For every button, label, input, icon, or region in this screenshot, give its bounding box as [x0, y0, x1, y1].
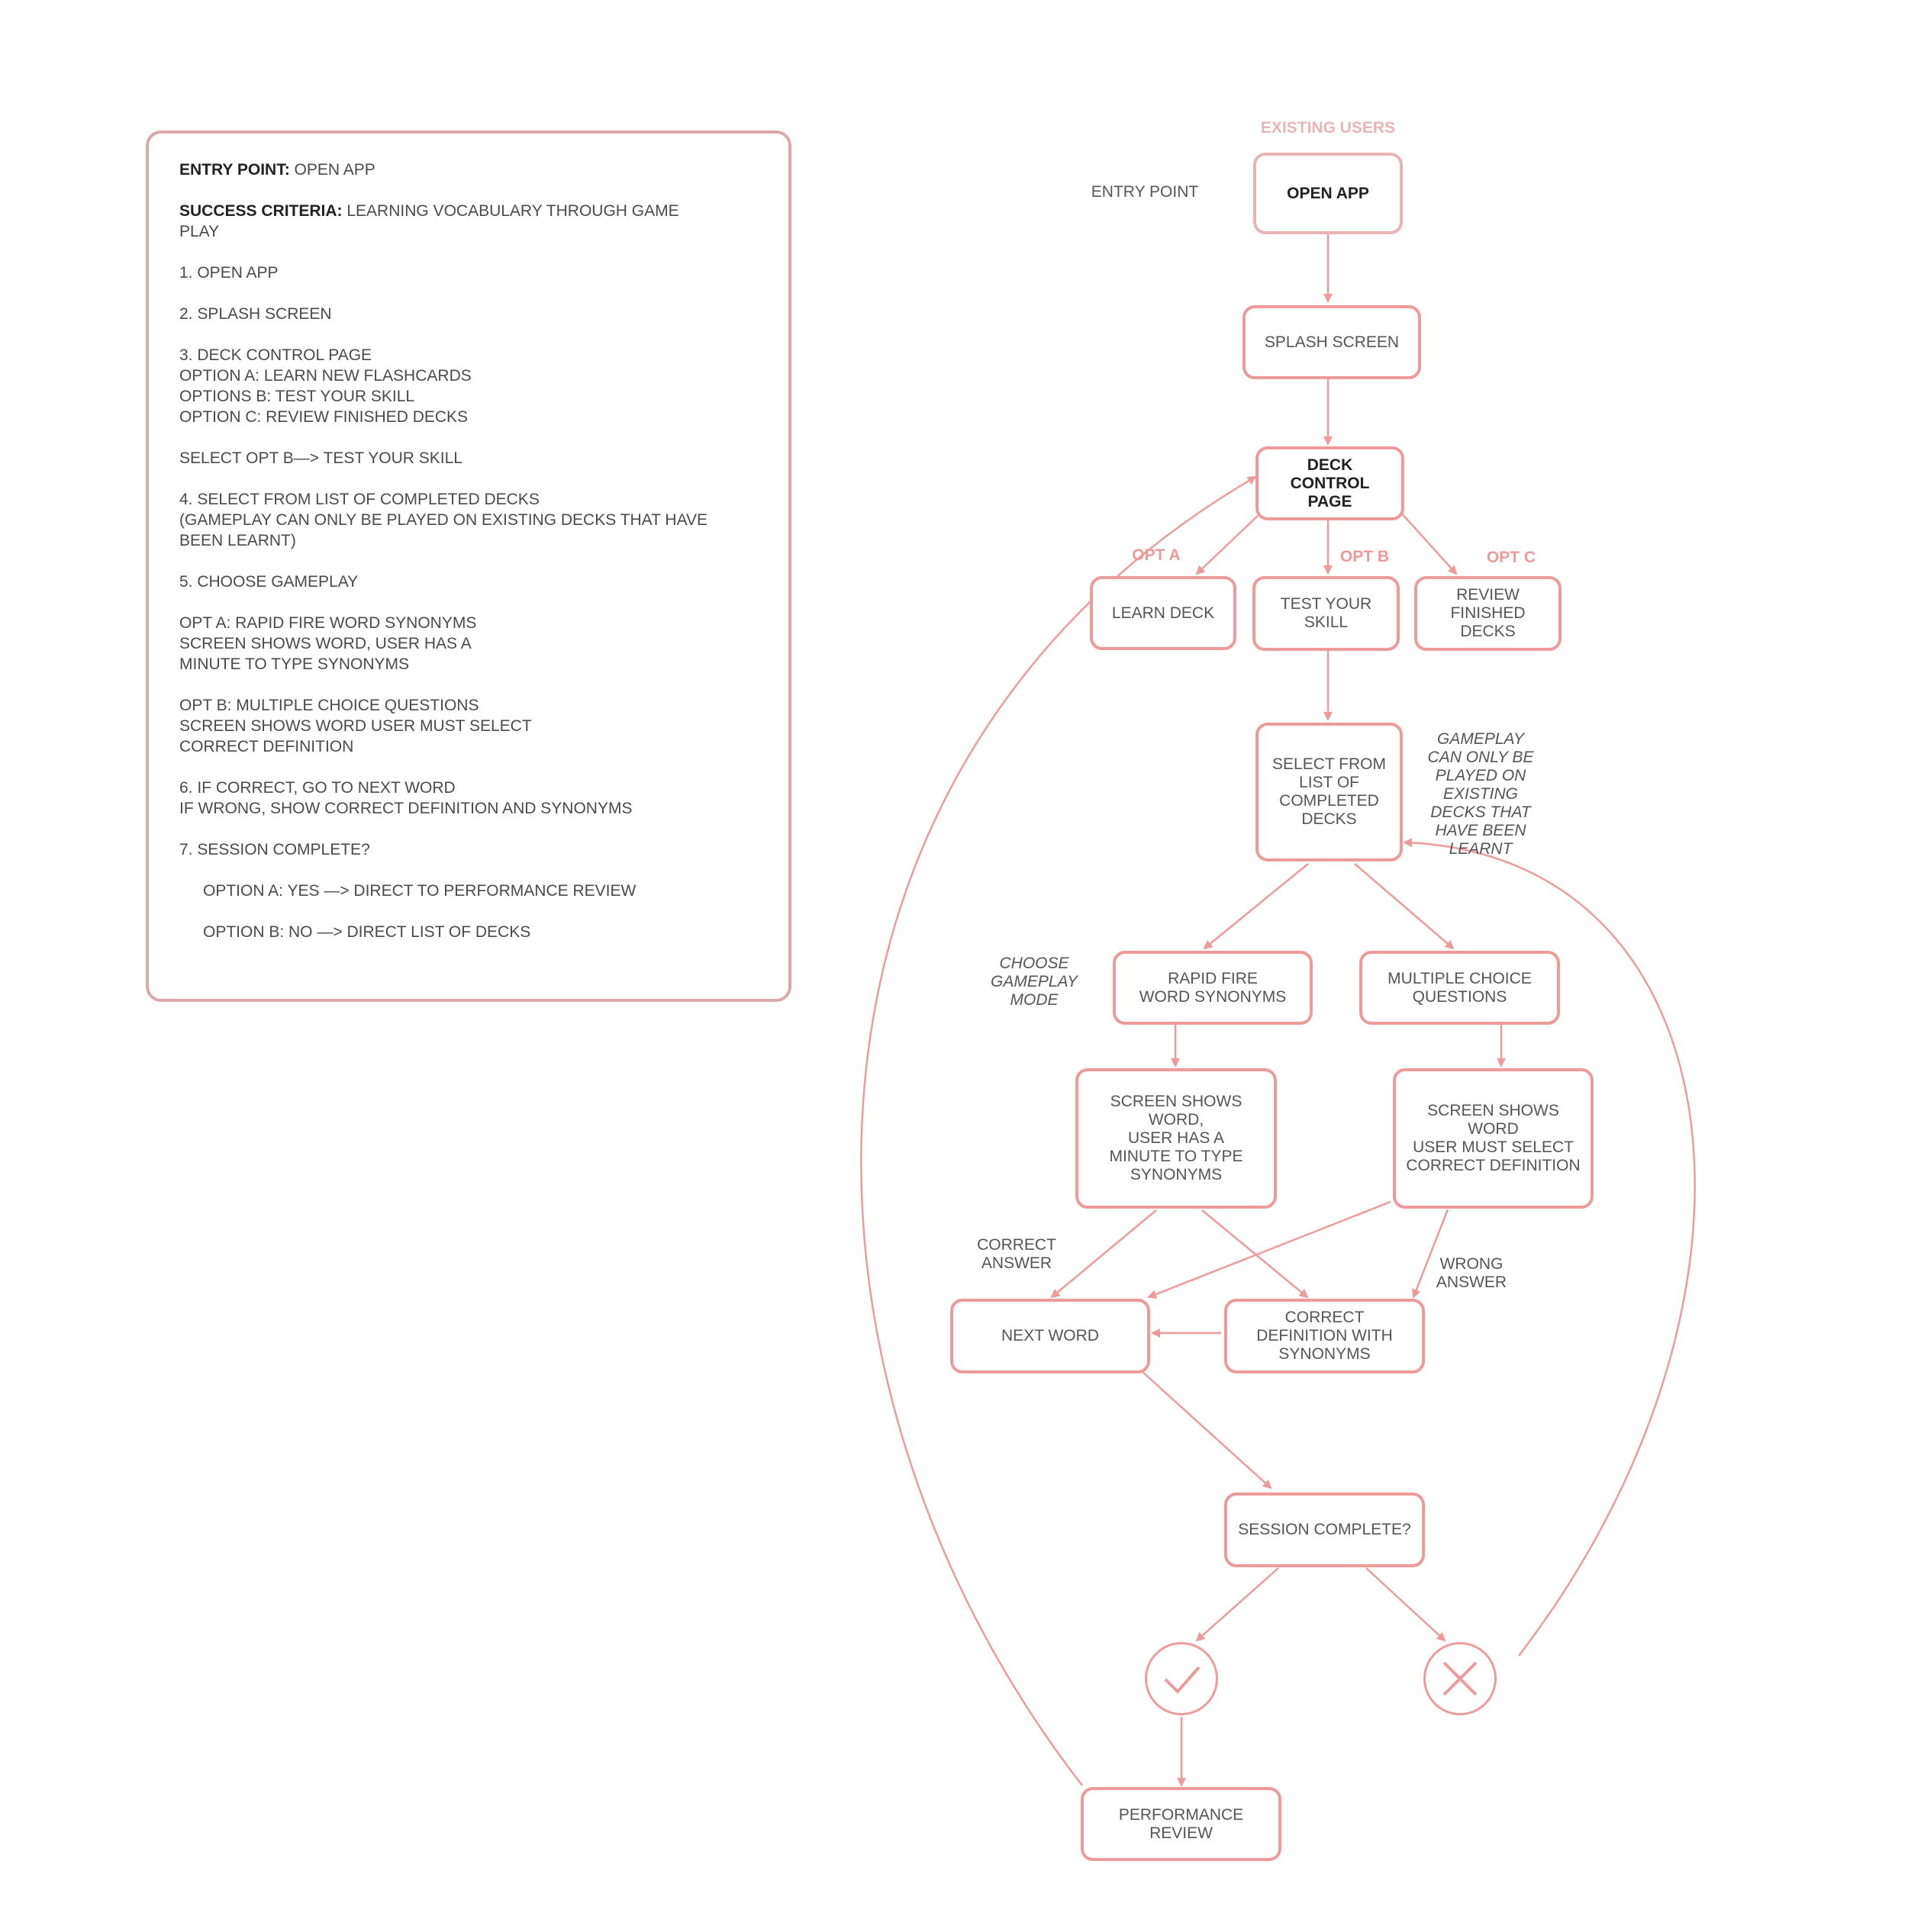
entry-point-line: ENTRY POINT: OPEN APP: [179, 161, 375, 179]
test-your-skill-node: TEST YOUR SKILL: [1252, 576, 1400, 651]
rapid-fire-node: RAPID FIRE WORD SYNONYMS: [1113, 951, 1313, 1025]
step-line: SELECT OPT B—> TEST YOUR SKILL: [179, 449, 462, 467]
opt-a-label: OPT A: [1132, 546, 1181, 564]
arrow-type-to-next: [1050, 1209, 1157, 1299]
checkmark-icon: [1145, 1642, 1218, 1715]
step-line: OPTION C: REVIEW FINISHED DECKS: [179, 408, 469, 426]
arrow-deck-to-learn: [1195, 515, 1259, 575]
step-line: OPTION A: LEARN NEW FLASHCARDS: [179, 367, 472, 385]
step-line: IF WRONG, SHOW CORRECT DEFINITION AND SY…: [179, 800, 633, 817]
step-line: OPTION A: YES —> DIRECT TO PERFORMANCE R…: [203, 882, 637, 900]
step-line: CORRECT DEFINITION: [179, 738, 354, 755]
step-line: OPTION B: NO —> DIRECT LIST OF DECKS: [203, 923, 531, 941]
multiple-choice-node: MULTIPLE CHOICE QUESTIONS: [1359, 951, 1560, 1025]
step-line: 4. SELECT FROM LIST OF COMPLETED DECKS: [179, 491, 540, 508]
step-line: SCREEN SHOWS WORD, USER HAS A: [179, 635, 472, 652]
performance-review-node: PERFORMANCE REVIEW: [1081, 1787, 1281, 1861]
session-complete-node: SESSION COMPLETE?: [1224, 1492, 1425, 1567]
step-line: 5. CHOOSE GAMEPLAY: [179, 573, 359, 591]
screen-type-synonyms-node: SCREEN SHOWS WORD, USER HAS A MINUTE TO …: [1075, 1068, 1277, 1209]
loop-no-to-select: [1403, 838, 1696, 1657]
arrow-type-to-correctdef: [1201, 1209, 1309, 1299]
correct-definition-node: CORRECT DEFINITION WITH SYNONYMS: [1224, 1299, 1425, 1373]
step-line: 7. SESSION COMPLETE?: [179, 841, 370, 858]
step-line: SCREEN SHOWS WORD USER MUST SELECT: [179, 717, 532, 735]
flow-description-panel: [146, 130, 791, 1002]
screen-select-definition-node: SCREEN SHOWS WORD USER MUST SELECT CORRE…: [1393, 1068, 1594, 1209]
correct-answer-label: CORRECT ANSWER: [977, 1236, 1056, 1272]
step-line: 3. DECK CONTROL PAGE: [179, 346, 372, 364]
step-line: BEEN LEARNT): [179, 532, 296, 549]
success-criteria-line-2: PLAY: [179, 223, 220, 240]
step-line: MINUTE TO TYPE SYNONYMS: [179, 655, 410, 673]
review-finished-decks-node: REVIEW FINISHED DECKS: [1414, 576, 1562, 651]
x-icon: [1423, 1642, 1497, 1715]
step-line: 6. IF CORRECT, GO TO NEXT WORD: [179, 779, 456, 797]
arrow-session-to-yes: [1195, 1567, 1279, 1642]
next-word-node: NEXT WORD: [950, 1299, 1150, 1373]
arrow-select-to-correctdef: [1412, 1209, 1449, 1299]
choose-gameplay-mode-label: CHOOSE GAMEPLAY MODE: [991, 955, 1078, 1009]
loop-performance-to-deck: [860, 475, 1257, 1786]
opt-b-label: OPT B: [1339, 548, 1390, 565]
step-line: 2. SPLASH SCREEN: [179, 305, 332, 323]
arrow-session-to-no: [1365, 1567, 1446, 1642]
entry-point-label: ENTRY POINT: [1091, 183, 1199, 201]
arrow-deck-to-review: [1399, 510, 1458, 575]
step-line: OPT B: MULTIPLE CHOICE QUESTIONS: [179, 697, 479, 714]
step-line: OPTIONS B: TEST YOUR SKILL: [179, 388, 415, 405]
select-completed-decks-node: SELECT FROM LIST OF COMPLETED DECKS: [1255, 723, 1403, 861]
deck-control-page-node: DECK CONTROL PAGE: [1255, 446, 1404, 520]
arrow-select-to-multiple: [1354, 863, 1455, 950]
step-line: (GAMEPLAY CAN ONLY BE PLAYED ON EXISTING…: [179, 511, 708, 529]
arrow-select-to-rapid: [1203, 863, 1309, 950]
open-app-node: OPEN APP: [1253, 153, 1403, 234]
step-line: 1. OPEN APP: [179, 264, 279, 282]
success-criteria-line: SUCCESS CRITERIA: LEARNING VOCABULARY TH…: [179, 202, 679, 220]
existing-users-header: EXISTING USERS: [1260, 119, 1396, 137]
arrow-next-to-session: [1142, 1371, 1272, 1489]
gameplay-note-label: GAMEPLAY CAN ONLY BE PLAYED ON EXISTING …: [1427, 730, 1534, 858]
splash-screen-node: SPLASH SCREEN: [1242, 305, 1421, 379]
opt-c-label: OPT C: [1486, 549, 1536, 566]
arrow-select-to-next: [1147, 1200, 1391, 1299]
wrong-answer-label: WRONG ANSWER: [1436, 1255, 1507, 1291]
step-line: OPT A: RAPID FIRE WORD SYNONYMS: [179, 614, 477, 632]
learn-deck-node: LEARN DECK: [1090, 576, 1236, 650]
